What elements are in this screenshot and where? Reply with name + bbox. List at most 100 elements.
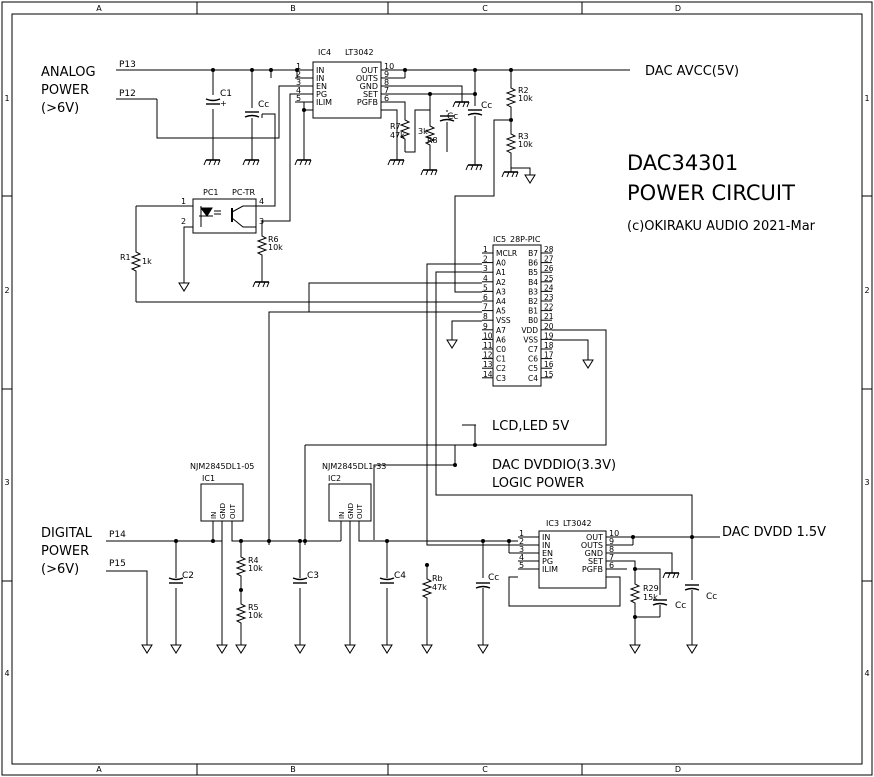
pin-name: B4 xyxy=(528,278,538,287)
ic3-lt3042: IC3 LT3042 xyxy=(538,519,607,589)
rb-label: Rb xyxy=(432,574,443,583)
pin-number: 28 xyxy=(544,245,554,254)
analog-power-label: ANALOG POWER (>6V) xyxy=(41,65,96,116)
svg-text:3: 3 xyxy=(259,217,264,226)
pin-number: 11 xyxy=(483,341,493,350)
svg-text:POWER: POWER xyxy=(41,544,89,559)
pin-name: B1 xyxy=(528,307,538,316)
col-marker-top: C xyxy=(482,4,488,13)
row-marker-right: 4 xyxy=(864,669,869,678)
pin-name: C3 xyxy=(496,374,506,383)
pin-name: IN xyxy=(542,541,550,550)
pin-name: A6 xyxy=(496,335,506,344)
r2-label: R2 xyxy=(518,86,529,95)
svg-text:(>6V): (>6V) xyxy=(41,562,79,577)
r29-value: 15k xyxy=(643,593,658,602)
pin-name: ILIM xyxy=(542,565,558,574)
pin-name: C6 xyxy=(528,355,538,364)
pin-name: GND xyxy=(585,549,603,558)
pin-number: 8 xyxy=(384,78,389,87)
row-marker-left: 2 xyxy=(4,286,9,295)
pin-name: EN xyxy=(542,549,553,558)
r3-value: 10k xyxy=(518,140,533,149)
pin-number: 21 xyxy=(544,312,554,321)
digital-wires xyxy=(106,521,720,645)
row-marker-left: 1 xyxy=(4,94,9,103)
label-dac-dvdd: DAC DVDD 1.5V xyxy=(722,525,826,540)
pin-number: 14 xyxy=(483,370,493,379)
col-marker-bottom: B xyxy=(290,765,296,774)
ic2-regulator: NJM2845DL1-33 IC2 IN GND OUT xyxy=(322,462,386,522)
r3-label: R3 xyxy=(518,132,529,141)
pin-number: 10 xyxy=(384,62,394,71)
ic2-ref: IC2 xyxy=(328,474,341,483)
pin-number: 19 xyxy=(544,331,554,340)
pin-number: 3 xyxy=(483,264,488,273)
ic5-ref: IC5 xyxy=(493,235,506,244)
svg-text:GND: GND xyxy=(347,503,355,519)
r5-label: R5 xyxy=(248,603,259,612)
pin-name: SET xyxy=(363,90,378,99)
pin-name: IN xyxy=(316,66,324,75)
svg-text:2: 2 xyxy=(181,217,186,226)
pin-name: VSS xyxy=(496,316,511,325)
pin-number: 2 xyxy=(483,255,488,264)
pin-name: IN xyxy=(316,74,324,83)
pin-name: A0 xyxy=(496,259,506,268)
pin-number: 1 xyxy=(519,529,524,538)
pin-number: 22 xyxy=(544,303,554,312)
col-marker-top: B xyxy=(290,4,296,13)
pin-name: C7 xyxy=(528,345,538,354)
pin-number: 5 xyxy=(296,94,301,103)
c3-label: C3 xyxy=(307,571,319,581)
r8-value: 3k xyxy=(418,127,428,136)
pin-name: C1 xyxy=(496,355,506,364)
svg-text:1: 1 xyxy=(181,197,186,206)
r7-label: R7 xyxy=(390,122,401,131)
ic4-lt3042: IC4 LT3042 xyxy=(312,48,382,119)
pin-name: MCLR xyxy=(496,249,517,258)
c1-label: C1 xyxy=(220,89,232,99)
ic5-pic: IC5 28P-PIC xyxy=(492,235,542,387)
pin-name: IN xyxy=(542,533,550,542)
pin-name: C2 xyxy=(496,364,506,373)
pin-number: 13 xyxy=(483,360,493,369)
pin-name: A5 xyxy=(496,307,506,316)
pin-number: 2 xyxy=(519,537,524,546)
pin-number: 5 xyxy=(519,561,524,570)
ic4-ref: IC4 xyxy=(318,48,331,57)
pin-name: A7 xyxy=(496,326,506,335)
pin-name: ILIM xyxy=(316,98,332,107)
pin-name: A2 xyxy=(496,278,506,287)
pin-number: 2 xyxy=(296,70,301,79)
label-dac-dvddio: DAC DVDDIO(3.3V) xyxy=(492,458,616,473)
pin-number: 9 xyxy=(483,322,488,331)
pin-number: 1 xyxy=(483,245,488,254)
pin-number: 4 xyxy=(519,553,524,562)
col-marker-bottom: D xyxy=(675,765,681,774)
ic1-part: NJM2845DL1-05 xyxy=(190,462,254,471)
pc1-ref: PC1 xyxy=(203,188,219,197)
pin-name: VSS xyxy=(523,335,538,344)
row-marker-right: 2 xyxy=(864,286,869,295)
col-marker-top: A xyxy=(96,4,102,13)
row-marker-right: 1 xyxy=(864,94,869,103)
pin-number: 25 xyxy=(544,274,554,283)
pin-name: OUTS xyxy=(581,541,603,550)
svg-text:OUT: OUT xyxy=(356,503,364,519)
pin-name: B5 xyxy=(528,268,538,277)
pin-name: B0 xyxy=(528,316,538,325)
pin-name: VDD xyxy=(521,326,538,335)
r8-label: R8 xyxy=(427,136,438,145)
pin-name: OUT xyxy=(361,66,378,75)
title-line2: POWER CIRCUIT xyxy=(627,181,795,205)
svg-text:IN: IN xyxy=(210,512,218,519)
pin-name: PG xyxy=(542,557,553,566)
row-marker-right: 3 xyxy=(864,478,869,487)
r6-label: R6 xyxy=(268,235,279,244)
pin-name: OUT xyxy=(586,533,603,542)
c4-label: C4 xyxy=(394,571,406,581)
